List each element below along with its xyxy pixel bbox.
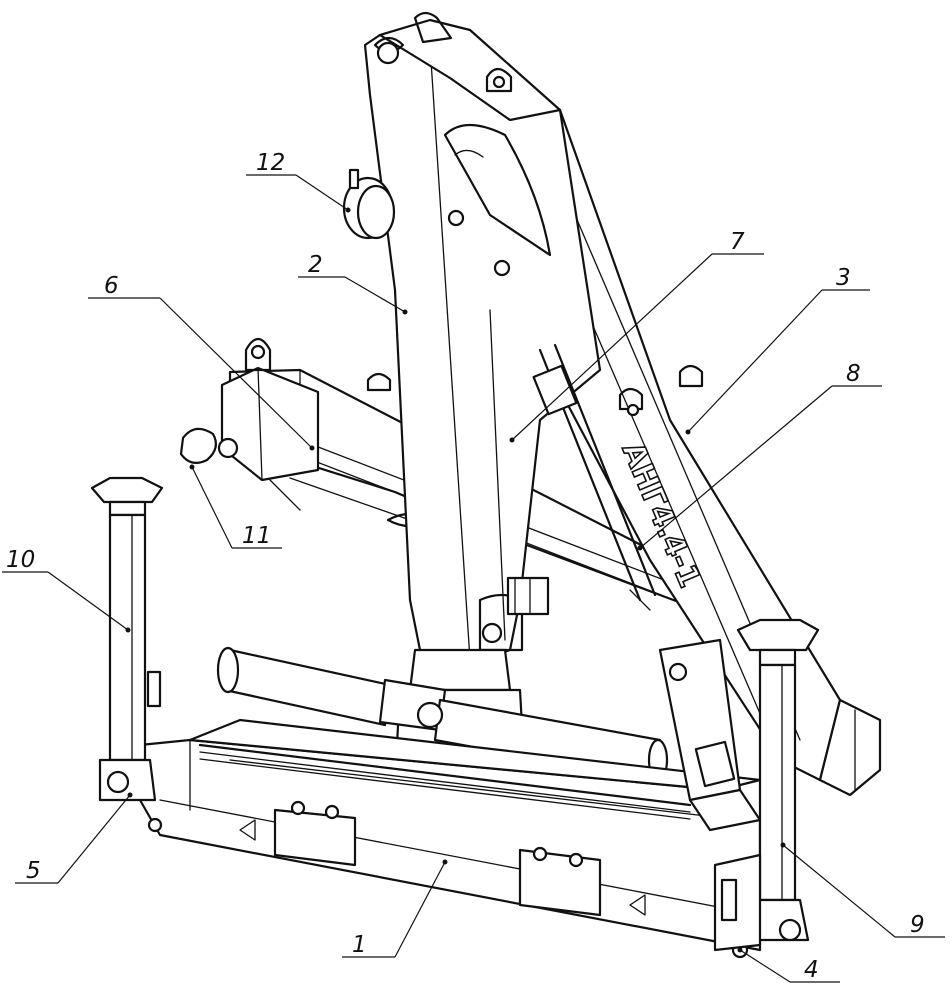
callout-10: 10 (6, 547, 35, 573)
callout-leaders (2, 174, 945, 983)
callout-labels: 1 2 3 4 5 6 7 8 9 10 11 12 (6, 150, 925, 983)
callout-7: 7 (730, 229, 745, 255)
base-frame-part-1 (138, 638, 762, 959)
callout-12: 12 (256, 150, 285, 176)
callout-3: 3 (836, 265, 851, 291)
callout-4: 4 (804, 957, 819, 983)
main-column-part-2 (363, 11, 602, 662)
callout-5: 5 (26, 858, 41, 884)
right-outrigger-part-9 (713, 618, 820, 952)
link-cylinder (532, 343, 657, 611)
callout-6: 6 (104, 273, 119, 299)
left-outrigger-part-10 (90, 476, 164, 802)
callout-11: 11 (242, 523, 271, 549)
callout-9: 9 (910, 912, 925, 938)
callout-8: 8 (846, 361, 861, 387)
callout-1: 1 (352, 932, 367, 958)
callout-2: 2 (308, 252, 323, 278)
